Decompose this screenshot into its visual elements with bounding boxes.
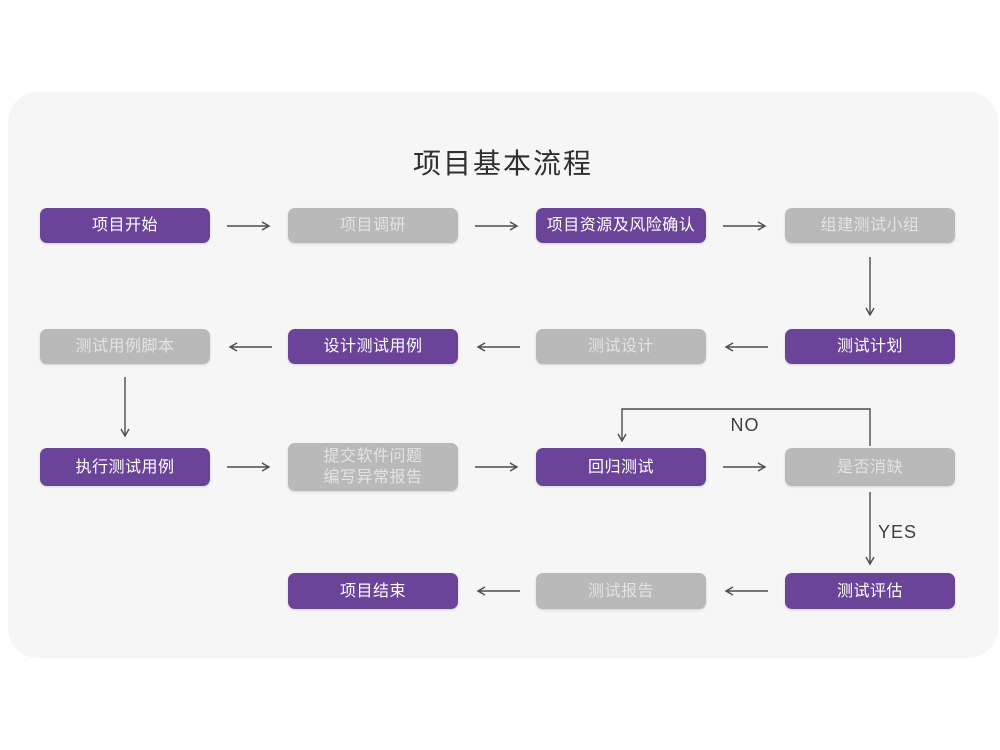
page-title: 项目基本流程 xyxy=(412,148,593,179)
node-regression-test: 回归测试 xyxy=(536,448,706,486)
node-project-research: 项目调研 xyxy=(288,208,458,243)
node-submit-issues-report: 提交软件问题 编写异常报告 xyxy=(288,443,458,491)
node-test-case-script: 测试用例脚本 xyxy=(40,329,210,364)
node-project-start: 项目开始 xyxy=(40,208,210,243)
node-test-plan: 测试计划 xyxy=(785,329,955,364)
node-test-report: 测试报告 xyxy=(536,573,706,609)
node-defect-cleared-decision: 是否消缺 xyxy=(785,448,955,486)
node-resources-risk-confirm: 项目资源及风险确认 xyxy=(536,208,706,243)
node-design-test-cases: 设计测试用例 xyxy=(288,329,458,364)
no-branch-label: NO xyxy=(730,415,760,435)
node-test-evaluation: 测试评估 xyxy=(785,573,955,609)
flowchart-card xyxy=(8,92,998,658)
node-execute-test-cases: 执行测试用例 xyxy=(40,448,210,486)
node-project-end: 项目结束 xyxy=(288,573,458,609)
yes-branch-label: YES xyxy=(878,522,918,542)
node-test-design: 测试设计 xyxy=(536,329,706,364)
node-form-test-team: 组建测试小组 xyxy=(785,208,955,243)
